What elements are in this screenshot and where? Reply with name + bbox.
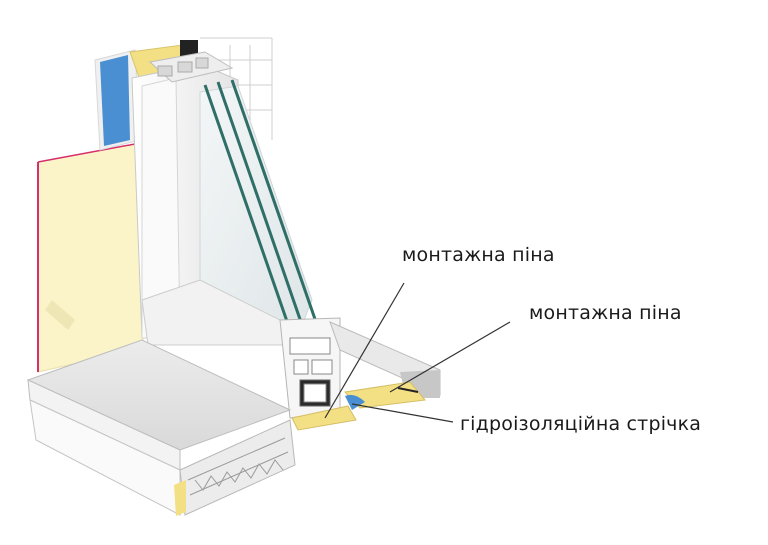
leader-foam-2 bbox=[389, 321, 511, 393]
label-mounting-foam-lower: монтажна піна bbox=[529, 302, 682, 324]
lower-frame-profile bbox=[141, 279, 341, 419]
label-waterproof-tape: гідроізоляційна стрічка bbox=[460, 413, 702, 435]
glass-unit bbox=[199, 79, 318, 331]
leader-tape bbox=[351, 403, 454, 423]
label-mounting-foam-upper: монтажна піна bbox=[402, 244, 555, 266]
leader-lines bbox=[324, 282, 511, 423]
leader-foam-1 bbox=[324, 282, 405, 419]
exterior-sill bbox=[329, 321, 441, 409]
interior-sill bbox=[26, 339, 296, 516]
interior-wall bbox=[37, 143, 144, 373]
